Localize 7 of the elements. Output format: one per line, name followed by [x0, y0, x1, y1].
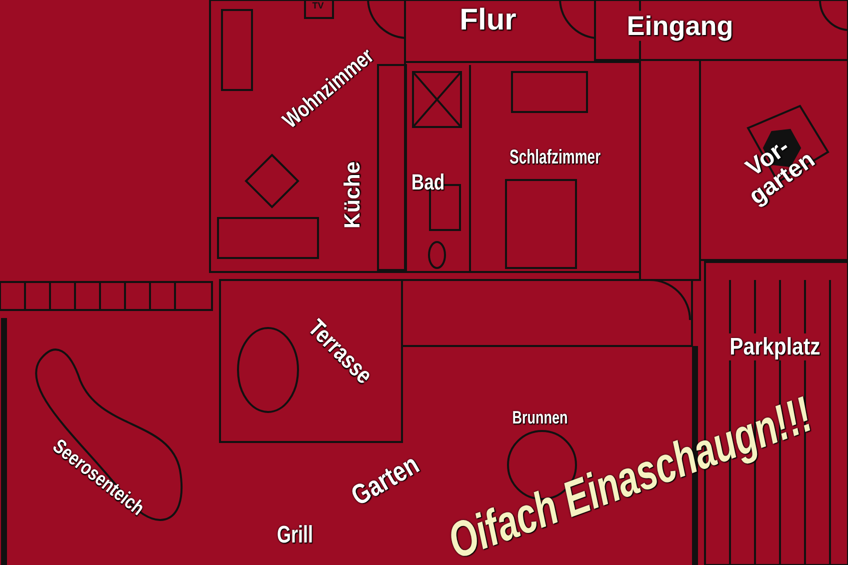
room-label: Bad: [411, 170, 445, 194]
area-label: Grill: [277, 522, 313, 548]
room-label: Schlafzimmer: [509, 148, 601, 168]
room-label: Flur: [460, 4, 516, 36]
tv-label: TV: [312, 1, 324, 11]
room-label: Küche: [340, 161, 364, 229]
area-label: Garten: [346, 449, 424, 511]
